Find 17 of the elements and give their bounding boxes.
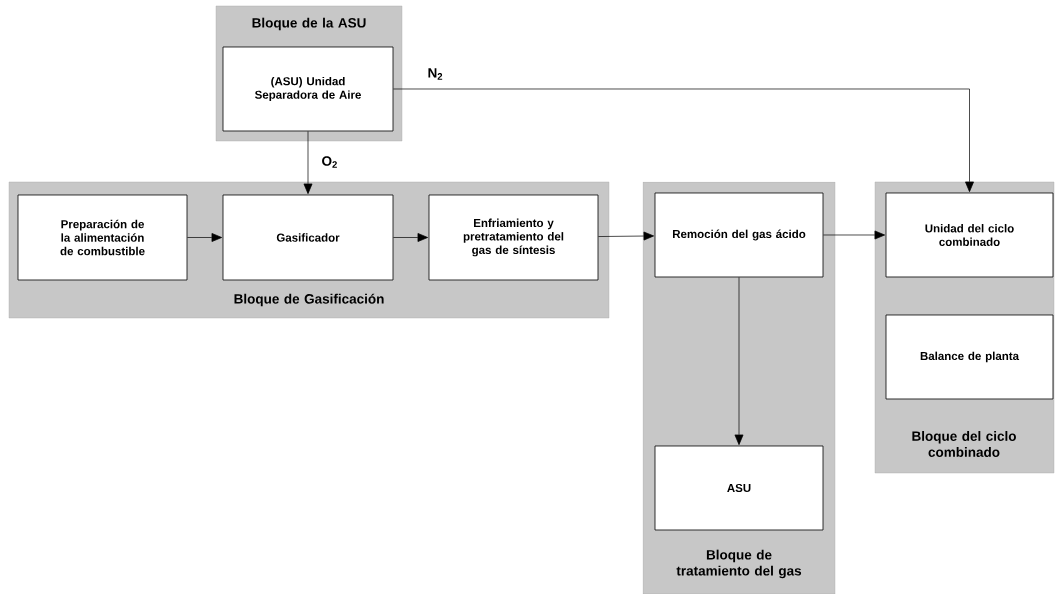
process-box: ASU [654,445,824,531]
arrow [393,88,974,192]
arrow [598,231,655,241]
process-box: Preparación de la alimentación de combustible [17,194,188,281]
process-box: Gasificador [222,194,394,281]
arrow [823,230,886,240]
edge-label: O$_{2}$ [322,156,337,168]
edge-label: N$_{2}$ [428,68,443,80]
process-box: Enfriamiento y pretratamiento del gas de síntesis [428,194,599,281]
arrow [187,233,223,242]
process-box: (ASU) Unidad Separadora de Aire [222,46,394,132]
process-box: Remoción del gas ácido [654,192,824,278]
process-box: Balance de planta [885,314,1054,400]
process-box: Unidad del ciclo combinado [885,192,1054,278]
arrow [393,233,429,242]
arrow [734,277,744,445]
arrow [303,131,313,194]
